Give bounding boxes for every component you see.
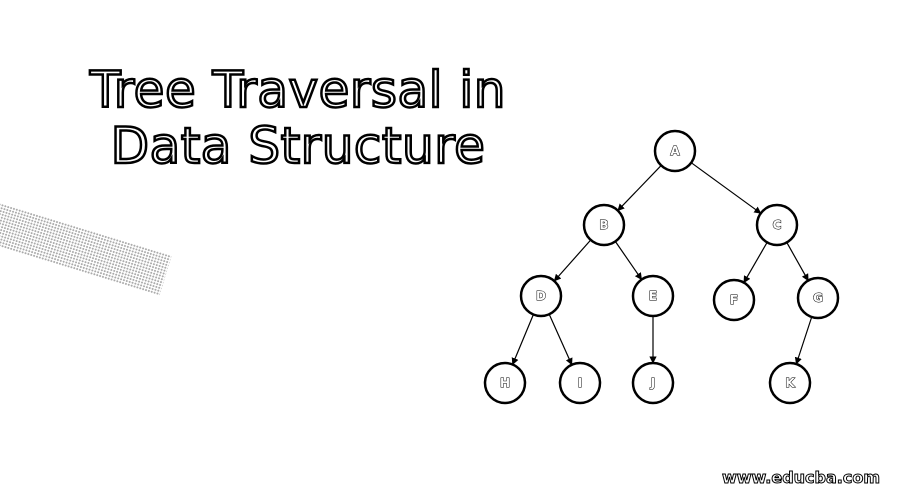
- tree-node-j: J: [631, 361, 675, 405]
- node-label: H: [500, 376, 510, 390]
- node-circle: [519, 274, 563, 318]
- tree-node-a: A: [653, 129, 697, 173]
- tree-nodes: A B C D E F G H I J K: [483, 129, 840, 405]
- node-label: E: [649, 289, 657, 303]
- node-label: D: [536, 289, 546, 303]
- edge-b-d: [553, 239, 592, 282]
- node-label: A: [670, 144, 680, 158]
- node-circle: [712, 278, 756, 322]
- edge-g-k: [794, 316, 813, 365]
- node-circle: [653, 129, 697, 173]
- edge-c-f: [743, 242, 768, 284]
- tree-node-g: G: [796, 276, 840, 320]
- tree-node-k: K: [768, 361, 812, 405]
- node-label: C: [773, 218, 782, 232]
- watermark-url: www.educba.com: [721, 468, 880, 488]
- node-label: I: [578, 376, 582, 390]
- node-circle: [796, 276, 840, 320]
- node-circle: [631, 361, 675, 405]
- title-line-1: Tree Traversal in: [89, 61, 507, 120]
- title-line-2: Data Structure: [109, 117, 486, 176]
- tree-node-h: H: [483, 361, 527, 405]
- tree-node-c: C: [755, 203, 799, 247]
- tree-node-b: B: [582, 203, 626, 247]
- page-title: Tree Traversal in Data Structure: [38, 61, 558, 176]
- node-circle: [768, 361, 812, 405]
- edge-c-g: [786, 242, 809, 282]
- edge-a-b: [617, 164, 662, 212]
- node-label: B: [599, 218, 608, 232]
- edge-a-c: [690, 162, 762, 214]
- node-circle: [631, 274, 675, 318]
- edge-b-e: [614, 241, 643, 281]
- node-circle: [582, 203, 626, 247]
- node-circle: [483, 361, 527, 405]
- edge-d-i: [548, 314, 573, 366]
- tree-node-d: D: [519, 274, 563, 318]
- tree-node-f: F: [712, 278, 756, 322]
- tree-node-i: I: [558, 361, 602, 405]
- node-label: J: [650, 376, 655, 390]
- edge-d-h: [511, 314, 534, 366]
- node-circle: [755, 203, 799, 247]
- node-label: F: [730, 293, 738, 307]
- node-circle: [558, 361, 602, 405]
- node-label: K: [785, 376, 795, 390]
- tree-node-e: E: [631, 274, 675, 318]
- tree-edges: [511, 162, 813, 366]
- node-label: G: [813, 291, 823, 305]
